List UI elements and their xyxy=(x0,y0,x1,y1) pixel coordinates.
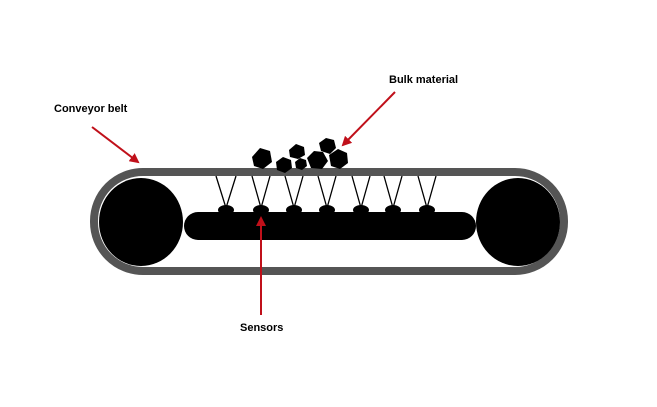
rock-icon xyxy=(329,149,348,169)
rock-icon xyxy=(252,148,272,169)
sensor-nodes xyxy=(218,205,435,215)
left-pulley xyxy=(99,178,183,266)
rock-icon xyxy=(276,157,292,173)
sensor-node xyxy=(353,205,369,215)
sensor-node xyxy=(253,205,269,215)
rock-icon xyxy=(295,158,307,170)
sensor-node xyxy=(419,205,435,215)
conveyor-belt-arrow-icon xyxy=(91,126,140,164)
sensor-node xyxy=(286,205,302,215)
right-pulley xyxy=(476,178,560,266)
sensors-label: Sensors xyxy=(240,322,283,334)
bulk-material-rocks xyxy=(252,138,348,173)
conveyor-belt-label: Conveyor belt xyxy=(54,103,128,115)
rock-icon xyxy=(307,151,328,169)
conveyor-belt-loop xyxy=(90,168,568,275)
sensor-beam xyxy=(184,212,476,240)
sensor-node xyxy=(218,205,234,215)
sensor-arms xyxy=(215,175,437,211)
sensor-node xyxy=(385,205,401,215)
rock-icon xyxy=(319,138,336,154)
bulk-material-label: Bulk material xyxy=(389,74,458,86)
bulk-material-arrow-icon xyxy=(341,91,396,147)
sensor-node xyxy=(319,205,335,215)
rock-icon xyxy=(289,144,305,159)
